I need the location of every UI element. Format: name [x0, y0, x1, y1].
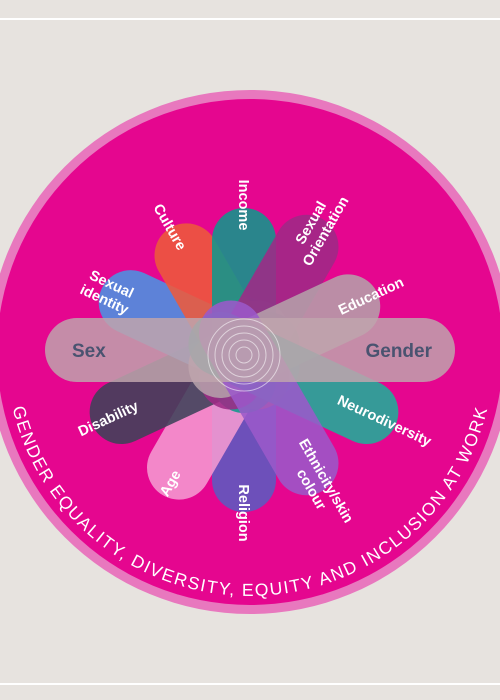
bottom-divider	[0, 683, 500, 685]
sex-label: Sex	[72, 341, 106, 362]
center-rings	[207, 318, 281, 392]
gender-label: Gender	[365, 341, 432, 362]
petal-religion-label: Religion	[235, 484, 251, 541]
petal-income-label-line: Income	[235, 180, 251, 231]
petal-religion-label-line: Religion	[235, 484, 251, 541]
petal-income-label: Income	[235, 180, 251, 231]
top-divider	[0, 18, 500, 20]
